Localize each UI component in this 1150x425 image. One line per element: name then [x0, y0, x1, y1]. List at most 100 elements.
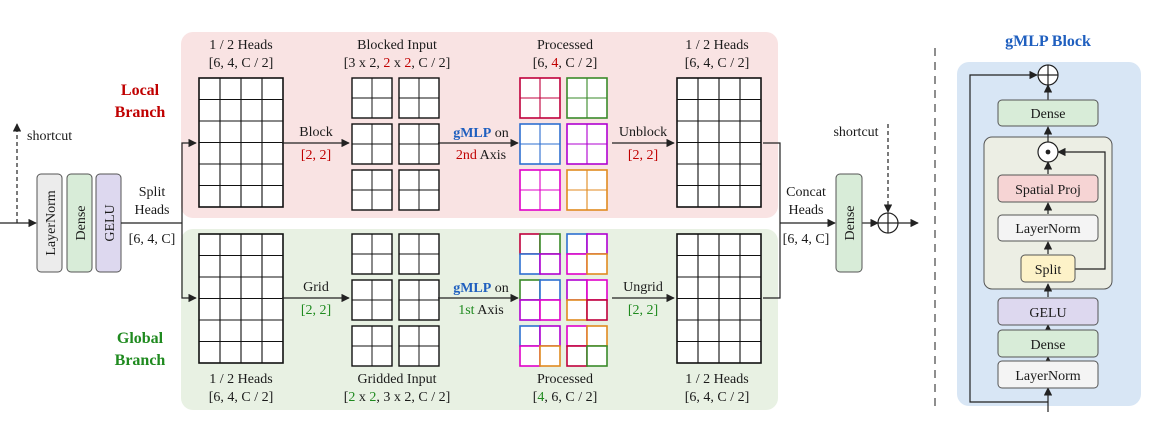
gmlp-block-title: gMLP Block — [1005, 33, 1091, 50]
global-processed-title: Processed — [537, 372, 593, 387]
gridded-input-block — [398, 279, 440, 321]
global-output-shape: [6, 4, C / 2] — [685, 390, 750, 405]
global-input-shape: [6, 4, C / 2] — [209, 390, 274, 405]
gridded-input-block — [351, 233, 393, 275]
concat-heads-shape: [6, 4, C] — [783, 232, 830, 247]
gmlp-dense-bottom — [997, 329, 1099, 358]
processed-cell — [539, 299, 561, 321]
spatial-proj-block — [997, 174, 1099, 203]
processed-cell — [586, 299, 608, 321]
global-branch-panel — [181, 229, 778, 410]
left-shortcut-label: shortcut — [27, 129, 72, 144]
left-gelu-label: GELU — [103, 204, 118, 241]
processed-cell — [519, 345, 541, 367]
processed-cell — [519, 253, 541, 275]
local-processed-shape: [6, 4, C / 2] — [533, 56, 598, 71]
global-processed-shape: [4, 6, C / 2] — [533, 390, 598, 405]
local-gmlp-label: gMLP on — [453, 126, 509, 141]
ungrid-label: Ungrid — [623, 280, 663, 295]
processed-cell — [586, 325, 608, 347]
processed-cell — [566, 253, 588, 275]
gmlp-dense-top — [997, 99, 1099, 127]
global-output-grid — [676, 233, 762, 364]
concat-arrows — [763, 124, 919, 299]
split-block — [1020, 254, 1076, 283]
blocked-input-block — [351, 77, 393, 119]
processed-cell — [586, 345, 608, 367]
gmlp-dense-top-label: Dense — [1031, 107, 1066, 122]
grid-label: Grid — [303, 280, 329, 295]
blocked-input-block — [398, 77, 440, 119]
processed-cell — [539, 233, 561, 255]
global-branch-title-2: Branch — [115, 352, 166, 369]
processed-cell — [519, 233, 541, 255]
split-heads-label-2: Heads — [135, 203, 170, 218]
blocked-input-shape: [3 x 2, 2 x 2, C / 2] — [344, 56, 451, 71]
gridded-input-block — [351, 279, 393, 321]
local-processed-title: Processed — [537, 38, 593, 53]
processed-cell — [586, 279, 608, 301]
blocked-input-block — [351, 169, 393, 211]
global-input-heads: 1 / 2 Heads — [209, 372, 272, 387]
blocked-input-block — [398, 123, 440, 165]
spatial-proj-label: Spatial Proj — [1015, 183, 1081, 198]
left-layernorm-block — [36, 173, 63, 273]
gmlp-layernorm-bottom — [997, 360, 1099, 389]
right-dense-label: Dense — [843, 206, 858, 241]
gmlp-layernorm-bottom-label: LayerNorm — [1015, 369, 1080, 384]
processed-cell — [566, 279, 588, 301]
processed-cell — [566, 345, 588, 367]
gmlp-residual-add-icon — [1037, 64, 1059, 86]
split-block-label: Split — [1035, 263, 1062, 278]
local-branch-panel — [181, 32, 778, 218]
processed-cell — [519, 279, 541, 301]
left-dense-label: Dense — [74, 206, 89, 241]
blocked-input-block — [351, 123, 393, 165]
processed-cell — [566, 325, 588, 347]
branch-arrows — [282, 138, 675, 303]
tensor-grids — [198, 77, 762, 367]
block-label: Block — [299, 125, 332, 140]
processed-cell — [539, 279, 561, 301]
gmlp-dense-bottom-label: Dense — [1031, 338, 1066, 353]
processed-block — [566, 169, 608, 211]
gmlp-layernorm-inner — [997, 214, 1099, 242]
gmlp-gelu-block — [997, 297, 1099, 326]
local-output-heads: 1 / 2 Heads — [685, 38, 748, 53]
processed-block — [566, 123, 608, 165]
left-dense-block — [66, 173, 93, 273]
blocked-input-title: Blocked Input — [357, 38, 437, 53]
processed-cell — [586, 233, 608, 255]
local-input-shape: [6, 4, C / 2] — [209, 56, 274, 71]
processed-block — [519, 169, 561, 211]
split-heads-label: Split — [139, 185, 166, 200]
local-output-grid — [676, 77, 762, 208]
concat-heads-label-2: Heads — [789, 203, 824, 218]
gmlp-layernorm-inner-label: LayerNorm — [1015, 222, 1080, 237]
gmlp-gelu-label: GELU — [1029, 306, 1066, 321]
global-input-grid — [198, 233, 284, 364]
global-gmlp-axis: 1st Axis — [458, 303, 504, 318]
global-output-heads: 1 / 2 Heads — [685, 372, 748, 387]
processed-cell — [586, 253, 608, 275]
processed-cell — [539, 253, 561, 275]
right-shortcut-label: shortcut — [833, 125, 878, 140]
local-output-shape: [6, 4, C / 2] — [685, 56, 750, 71]
split-heads-shape: [6, 4, C] — [129, 232, 176, 247]
local-gmlp-axis: 2nd Axis — [456, 148, 506, 163]
processed-cell — [566, 299, 588, 321]
left-layernorm-label: LayerNorm — [44, 190, 59, 255]
processed-block — [519, 77, 561, 119]
global-gmlp-label: gMLP on — [453, 281, 509, 296]
gridded-input-block — [351, 325, 393, 367]
right-dense-block — [835, 173, 863, 273]
residual-add-icon — [877, 212, 899, 234]
processed-cell — [539, 345, 561, 367]
processed-block — [566, 77, 608, 119]
split-arrows — [121, 138, 197, 303]
grid-size: [2, 2] — [301, 303, 331, 318]
local-input-grid — [198, 77, 284, 208]
ungrid-size: [2, 2] — [628, 303, 658, 318]
global-branch-title: Global — [117, 330, 164, 347]
